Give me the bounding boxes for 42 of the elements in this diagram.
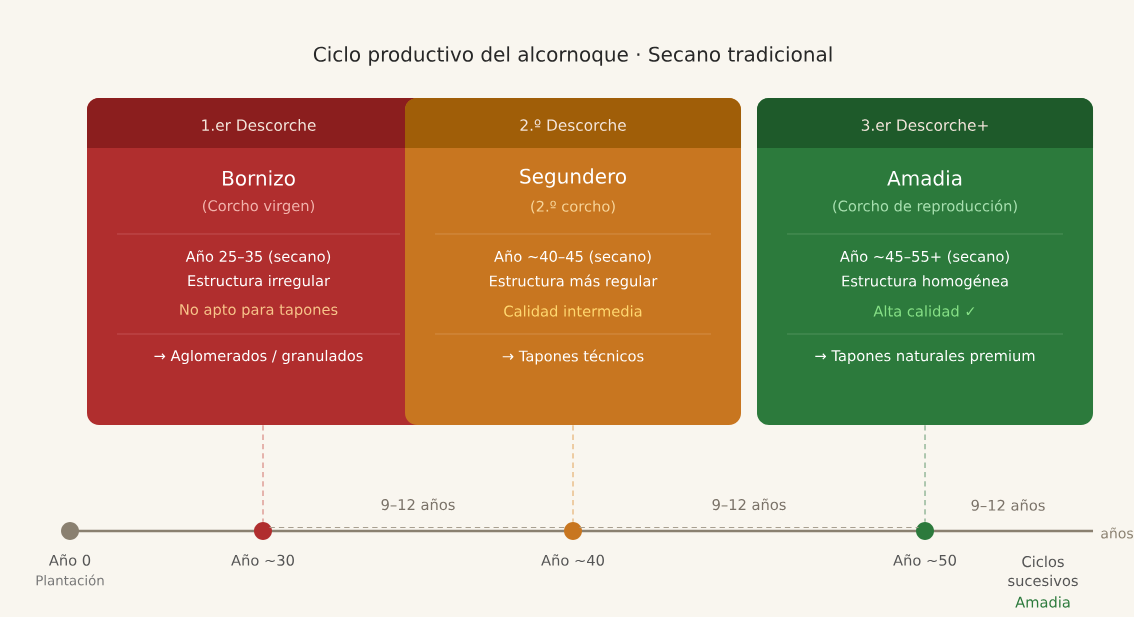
edge-label: 9–12 años bbox=[379, 497, 457, 512]
quality-text: Alta calidad ✓ bbox=[873, 305, 975, 317]
year-label: Año ~30 bbox=[231, 554, 294, 566]
card-text: Año ~45–55+ (secano) bbox=[839, 250, 1009, 264]
card-text: Estructura irregular bbox=[188, 274, 331, 290]
quality-text: Calidad intermedia bbox=[504, 305, 642, 317]
card-subtitle: (2.º corcho) bbox=[531, 200, 615, 214]
connector-line bbox=[924, 424, 926, 523]
edge-label: 9–12 años bbox=[710, 497, 788, 512]
card-title: Amadia bbox=[887, 170, 962, 186]
card-text: Año ~40–45 (secano) bbox=[494, 250, 651, 264]
connector-line bbox=[579, 526, 919, 528]
card-title: Bornizo bbox=[223, 170, 295, 186]
use-text: → Tapones naturales premium bbox=[815, 349, 1035, 365]
card-heading: 2.º Descorche bbox=[520, 119, 626, 131]
year-label: Año ~40 bbox=[541, 554, 604, 566]
card-subtitle: (Corcho virgen) bbox=[203, 199, 314, 215]
timeline-dot bbox=[916, 522, 934, 540]
year-label: Año ~50 bbox=[893, 554, 956, 566]
diagram-title: Ciclo productivo del alcornoque · Secano tradicional bbox=[313, 46, 832, 66]
card-text: Estructura homogénea bbox=[842, 274, 1008, 290]
timeline-dot bbox=[564, 522, 582, 540]
use-text: → Aglomerados / granulados bbox=[154, 349, 363, 365]
cycle-label: Amadia bbox=[1015, 596, 1070, 608]
connector-line bbox=[269, 526, 567, 528]
card-text: Estructura más regular bbox=[490, 274, 658, 290]
axis-label: años bbox=[1101, 527, 1133, 539]
timeline-dot bbox=[61, 522, 79, 540]
timeline-dot bbox=[254, 522, 272, 540]
year-label: Año 0 bbox=[48, 554, 91, 566]
card-heading: 1.er Descorche bbox=[202, 119, 316, 131]
connector-line bbox=[262, 424, 264, 523]
interval-label: 9–12 años bbox=[971, 499, 1045, 511]
quality-text: No apto para tapones bbox=[180, 304, 338, 318]
use-text: → Tapones técnicos bbox=[502, 349, 644, 365]
stage-label: Plantación bbox=[36, 574, 104, 586]
card-title: Segundero bbox=[520, 168, 626, 188]
cycle-label: Ciclos sucesivos bbox=[1008, 555, 1078, 587]
card-heading: 3.er Descorche+ bbox=[861, 119, 988, 131]
card-subtitle: (Corcho de reproducción) bbox=[833, 199, 1017, 215]
card-text: Año 25–35 (secano) bbox=[185, 250, 331, 264]
connector-line bbox=[572, 424, 574, 523]
